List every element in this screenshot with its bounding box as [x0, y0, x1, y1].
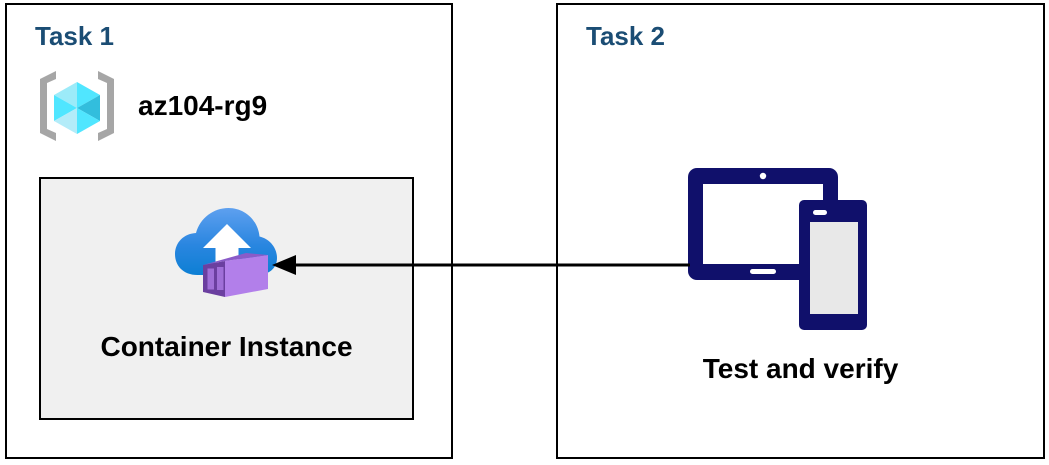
panel-task-2: Task 2 Test and verify [556, 3, 1045, 459]
test-and-verify-label: Test and verify [702, 353, 899, 384]
container-instance-icon [174, 208, 277, 297]
container-instance-box: Container Instance [39, 177, 414, 420]
container-instance-label: Container Instance [100, 331, 353, 362]
task-2-label: Task 2 [586, 21, 666, 51]
resource-group-row: az104-rg9 [34, 63, 267, 149]
panel-task-1: Task 1 az104-r [5, 3, 453, 459]
azure-resource-group-icon [40, 71, 114, 141]
task-1-label: Task 1 [35, 21, 115, 51]
devices-tablet-phone-icon [688, 168, 867, 330]
resource-group-name: az104-rg9 [138, 90, 268, 121]
